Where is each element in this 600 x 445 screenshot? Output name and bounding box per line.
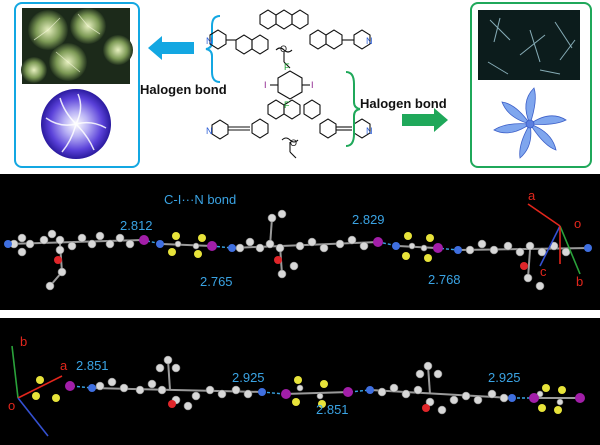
distance-label: 2.765 [200,274,233,289]
distance-label: 2.925 [488,370,521,385]
distance-label: 2.925 [232,370,265,385]
axis-o-label: o [574,216,581,231]
dendrite-photo [478,10,580,80]
i-atom-label: I [311,80,314,90]
n-atom-label: N [206,36,213,46]
f-atom-label: F [284,100,290,110]
n-atom-label: N [206,126,213,136]
axis-b-label: b [576,274,583,289]
right-micrographs [478,10,580,159]
right-halogen-bond-label: Halogen bond [360,96,447,111]
axis-a-label: a [60,358,68,373]
axis-o-label: o [8,398,15,413]
middle-panel: C-I···N bond 2.812 2.829 2.765 2.768 a o… [0,174,600,310]
distance-label: 2.768 [428,272,461,287]
distance-label: 2.851 [76,358,109,373]
i-atom-label: I [264,80,267,90]
axis-a-label: a [528,188,536,203]
distance-label: 2.829 [352,212,385,227]
right-brace-icon [345,71,361,147]
bottom-panel: 2.851 2.925 2.851 2.925 b a o [0,318,600,445]
axis-c-label: c [540,264,547,279]
n-atom-label: N [366,126,373,136]
f-atom-label: F [284,62,290,72]
molecule-diagram: N N N N O O F F I I [206,9,373,159]
n-atom-label: N [366,36,373,46]
o-atom-label: O [280,44,287,54]
o-atom-label: O [290,138,297,148]
right-arrow-icon [402,108,448,132]
axis-b-label: b [20,334,27,349]
purple-disk [41,89,111,159]
left-brace-icon [205,15,221,83]
left-micrographs [21,8,133,159]
left-halogen-bond-label: Halogen bond [140,82,227,97]
distance-label: 2.812 [120,218,153,233]
blue-pinwheel [493,87,567,159]
distance-label: 2.851 [316,402,349,417]
top-panel: Halogen bond [0,0,600,168]
spherulite-photo [21,8,133,84]
left-arrow-icon [148,36,194,60]
bond-type-label: C-I···N bond [164,192,236,207]
bottom-crystal-chain: 2.851 2.925 2.851 2.925 b a o [8,334,585,437]
middle-crystal-chain: C-I···N bond 2.812 2.829 2.765 2.768 a o… [4,188,592,291]
